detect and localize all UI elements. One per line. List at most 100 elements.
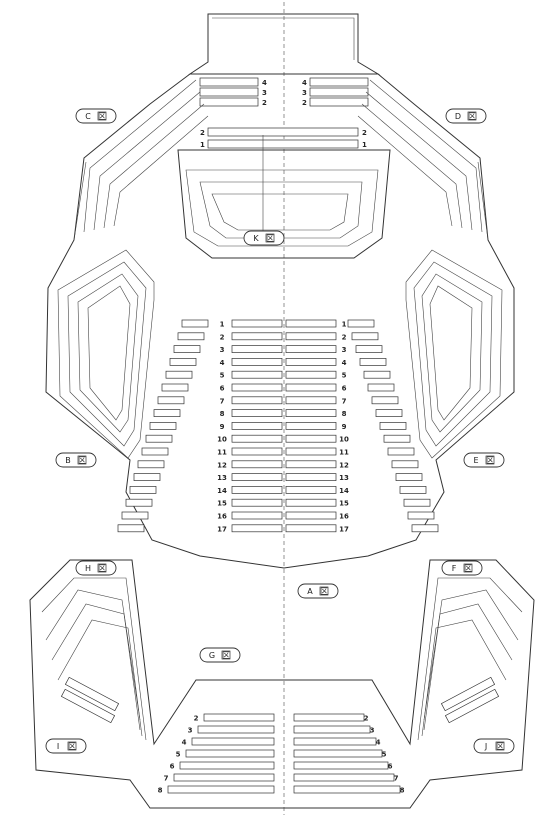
upper-hall-outline — [45, 73, 515, 569]
seat-block-center-left — [231, 383, 283, 392]
seat-block-center-right — [285, 486, 337, 494]
seat-block-left-outer — [181, 319, 209, 328]
seat-block-left-outer — [153, 409, 181, 417]
balcony-seat-block-right — [293, 761, 389, 770]
seat-block-center-right — [285, 358, 337, 366]
gallery-d — [357, 79, 483, 233]
seat-block-right-outer — [407, 511, 435, 520]
row-number: 8 — [342, 410, 347, 418]
balcony-seat-block-left — [197, 725, 275, 734]
section-box-glyph: 区 — [222, 651, 230, 660]
row-number: 12 — [217, 461, 227, 469]
seat-block-left-outer — [137, 460, 165, 469]
row-number: 7 — [342, 397, 347, 405]
row-number: 4 — [342, 359, 347, 367]
seat-block-center-left — [231, 447, 283, 456]
seat-block-right-outer — [395, 473, 423, 481]
seat-block-right-outer — [399, 486, 427, 494]
seat-block-center-left — [231, 524, 283, 533]
upper-row-label: 3 — [302, 89, 307, 97]
seat-block-left-outer — [177, 332, 205, 341]
seat-block-center-right — [285, 498, 337, 507]
row-number: 7 — [220, 397, 225, 405]
balcony-seat-block-right — [293, 749, 383, 758]
seat-block-center-right — [285, 345, 337, 353]
seat-block-center-left — [231, 409, 283, 417]
seat-block-center-right — [285, 409, 337, 417]
choir-row-label: 2 — [362, 129, 367, 137]
section-letter: B — [65, 456, 71, 465]
balcony-row-number: 5 — [382, 751, 387, 759]
seat-block-right-outer — [383, 434, 411, 443]
seat-block-center-right — [285, 332, 337, 341]
section-letter: D — [455, 112, 461, 121]
balcony-seat-block-left — [167, 785, 275, 794]
seat-block-left-outer — [169, 358, 197, 366]
seat-block-left-outer — [165, 370, 193, 379]
seat-block-center-left — [231, 511, 283, 520]
row-number: 5 — [342, 372, 347, 380]
row-number: 1 — [342, 321, 347, 329]
seat-block-right-outer — [351, 332, 379, 341]
upper-row-label: 2 — [262, 99, 267, 107]
seat-block-center-right — [285, 422, 337, 430]
balcony-seat-block-left — [191, 737, 275, 746]
upper-row-label: 4 — [302, 79, 307, 87]
seat-block-left-outer — [161, 383, 189, 392]
balcony-row-number: 8 — [158, 787, 163, 795]
section-box-glyph: 区 — [68, 742, 76, 751]
balcony-outline — [29, 559, 535, 809]
section-box-glyph: 区 — [266, 234, 274, 243]
balcony-f — [421, 589, 519, 737]
row-number: 2 — [220, 333, 225, 341]
section-box-glyph: 区 — [98, 112, 106, 121]
seat-block-center-left — [231, 319, 283, 328]
section-letter: G — [209, 651, 215, 660]
balcony-seat-block-left — [203, 713, 275, 722]
seat-block-center-left — [231, 422, 283, 430]
row-number: 3 — [342, 346, 347, 354]
row-number: 10 — [339, 436, 349, 444]
section-box-glyph: 区 — [496, 742, 504, 751]
balcony-row-number: 5 — [176, 751, 181, 759]
wing-b — [57, 249, 155, 459]
seat-block-center-left — [231, 486, 283, 494]
row-number: 14 — [217, 487, 227, 495]
seat-block-left-outer — [129, 486, 157, 494]
row-number: 6 — [342, 385, 347, 393]
balcony-row-number: 7 — [394, 775, 399, 783]
seat-block-center-left — [231, 473, 283, 481]
row-number: 8 — [220, 410, 225, 418]
row-number: 9 — [220, 423, 225, 431]
balcony-seat-block-right — [293, 737, 377, 746]
seat-block-center-left — [231, 332, 283, 341]
section-box-glyph: 区 — [486, 456, 494, 465]
seat-block-right-outer — [363, 370, 391, 379]
row-number: 17 — [217, 525, 227, 533]
